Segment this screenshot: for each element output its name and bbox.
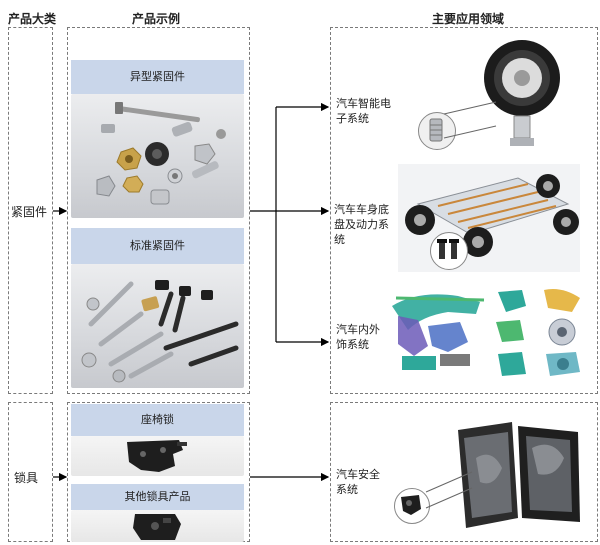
header-applications: 主要应用领域	[432, 12, 505, 26]
door-module-illustration	[458, 422, 580, 528]
applications-box-fasteners	[330, 27, 598, 394]
example-band-special-fasteners: 异型紧固件	[71, 60, 244, 94]
ev-chassis-illustration	[405, 174, 579, 257]
other-locks-illustration	[133, 514, 181, 540]
safety-system-image	[452, 418, 586, 534]
header-examples: 产品示例	[132, 12, 181, 26]
app-label-interior-exterior: 汽车内外饰系统	[336, 323, 380, 351]
seat-lock-photo	[71, 436, 244, 476]
example-band-standard-fasteners: 标准紧固件	[71, 228, 244, 264]
trim-parts-illustration	[496, 289, 580, 376]
other-locks-photo	[71, 510, 244, 542]
special-fasteners-illustration	[96, 102, 226, 205]
chassis-fastener-zoom	[430, 232, 468, 270]
app-label-body-chassis: 汽车车身底盘及动力系统	[334, 203, 389, 246]
interior-exterior-image	[388, 286, 488, 380]
example-band-seat-lock: 座椅锁	[71, 404, 244, 436]
safety-zoom-leader-lines	[425, 471, 473, 509]
body-chassis-image	[398, 164, 580, 272]
category-label-fasteners: 紧固件	[11, 205, 48, 219]
safety-lock-zoom	[394, 488, 430, 524]
special-fasteners-photo	[71, 94, 244, 218]
seat-lock-illustration	[127, 440, 187, 472]
smart-electronics-image	[470, 34, 570, 154]
sensor-valve-zoom	[418, 112, 456, 150]
bolt-icon	[437, 239, 459, 259]
app-label-safety: 汽车安全系统	[336, 468, 380, 496]
trim-parts-grid	[492, 284, 588, 380]
example-band-other-locks: 其他锁具产品	[71, 484, 244, 510]
dashboard-frame-illustration	[392, 294, 485, 370]
zoom-leader-lines	[443, 101, 497, 139]
tire-sensor-illustration	[484, 40, 560, 146]
applications-box-locks	[330, 402, 598, 542]
app-label-smart-electronics: 汽车智能电子系统	[336, 97, 391, 125]
category-box-locks	[8, 402, 53, 542]
header-category: 产品大类	[8, 12, 57, 26]
valve-icon	[429, 118, 443, 142]
category-box-fasteners	[8, 27, 53, 394]
examples-box-fasteners	[67, 27, 250, 394]
category-label-locks: 锁具	[14, 471, 39, 485]
standard-fasteners-illustration	[81, 280, 239, 383]
standard-fasteners-photo	[71, 264, 244, 388]
latch-icon	[401, 495, 421, 515]
